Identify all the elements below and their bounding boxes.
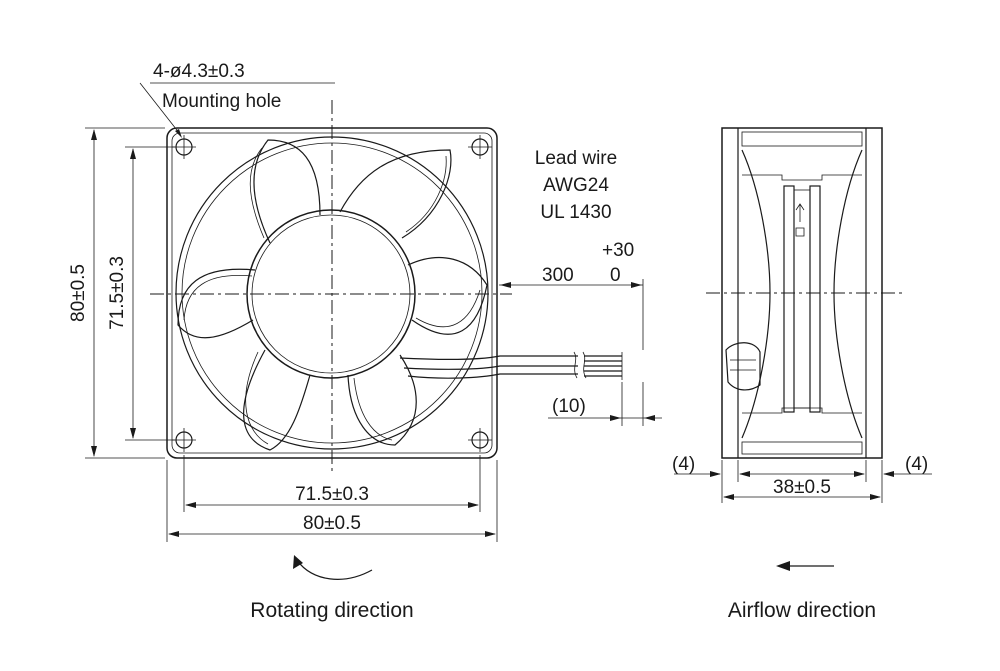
fan-hub	[246, 209, 416, 379]
fan-blade-1	[253, 139, 321, 244]
side-view: (4) 38±0.5 (4) Airflow direction	[672, 127, 932, 622]
depth-dimension	[674, 460, 932, 503]
mounting-holes	[172, 135, 492, 452]
fan-blades	[177, 139, 488, 451]
front-view: 4-ø4.3±0.3 Mounting hole 80±0.5 71.5±0.3	[68, 61, 662, 622]
height-inner-dimension	[125, 146, 175, 441]
fan-side-wire-exit	[725, 342, 761, 391]
wire-length-dimension	[499, 279, 644, 350]
lead-wire-label: Lead wire	[535, 148, 617, 169]
airflow-arrow-icon	[776, 561, 834, 571]
depth-label: 38±0.5	[773, 477, 831, 498]
wire-tolerance-upper: +30	[602, 240, 634, 261]
width-outer-dimension	[166, 460, 498, 542]
wire-length-label: 300	[542, 265, 574, 286]
rotating-direction-caption: Rotating direction	[250, 599, 413, 622]
depth-left-label: (4)	[672, 454, 695, 475]
hole-spec-label: 4-ø4.3±0.3	[153, 61, 245, 82]
fan-side-strut-left	[783, 185, 795, 413]
fan-blade-2	[339, 149, 452, 239]
lead-wire-standard: UL 1430	[540, 202, 611, 223]
lead-wire-gauge: AWG24	[543, 175, 609, 196]
mounting-hole-label: Mounting hole	[162, 91, 281, 112]
housing-direction-mark-icon	[795, 203, 805, 237]
hole-spec-leader	[139, 82, 335, 138]
fan-blade-6	[177, 268, 256, 339]
height-outer-dimension	[85, 127, 165, 459]
strip-length-label: (10)	[552, 396, 586, 417]
height-outer-label: 80±0.5	[68, 264, 89, 322]
height-inner-label: 71.5±0.3	[107, 256, 128, 330]
strip-length-dimension	[548, 382, 662, 426]
fan-side-strut-right	[809, 185, 821, 413]
rotation-arrow-icon	[293, 555, 373, 580]
fan-blade-4	[347, 354, 417, 446]
width-inner-label: 71.5±0.3	[295, 484, 369, 505]
depth-right-label: (4)	[905, 454, 928, 475]
wire-tolerance-lower: 0	[610, 265, 621, 286]
lead-wire	[399, 351, 623, 380]
width-inner-dimension	[183, 455, 481, 512]
width-outer-label: 80±0.5	[303, 513, 361, 534]
fan-blade-3	[407, 257, 488, 335]
airflow-direction-caption: Airflow direction	[728, 599, 876, 622]
fan-blade-5	[243, 349, 311, 451]
